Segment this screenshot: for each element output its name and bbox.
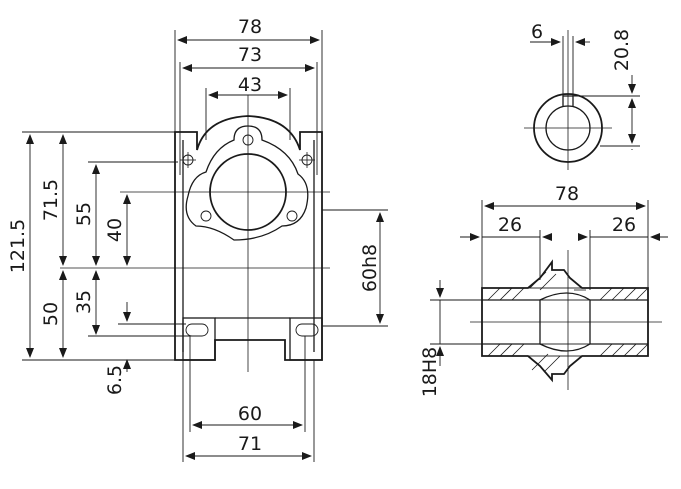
dim-121-5: 121.5 <box>7 219 29 273</box>
dim-78-front: 78 <box>238 16 262 38</box>
section-view <box>470 250 662 390</box>
dim-55: 55 <box>73 202 95 226</box>
dim-50: 50 <box>40 302 62 326</box>
hatch-bottom <box>481 343 649 373</box>
dim-18h8: 18H8 <box>419 347 441 398</box>
dim-26-left: 26 <box>498 214 522 236</box>
left-foot-slot <box>185 323 209 337</box>
hatch-top <box>481 271 649 301</box>
housing-outline <box>174 115 323 361</box>
front-left-dims: 121.5 71.5 50 55 35 40 6.5 <box>7 131 200 395</box>
dim-73: 73 <box>238 44 262 66</box>
flange-outline <box>185 125 309 241</box>
right-foot-slot <box>295 323 319 337</box>
front-right-dims: 60h8 <box>322 209 388 327</box>
dim-26-right: 26 <box>612 214 636 236</box>
dim-60h8: 60h8 <box>359 244 381 292</box>
dim-40: 40 <box>104 218 126 242</box>
section-dims: 78 26 26 18H8 <box>419 183 668 397</box>
dim-43: 43 <box>238 74 262 96</box>
right-foot <box>289 317 323 361</box>
shaft-detail: 6 20.8 <box>524 21 640 170</box>
dim-78-section: 78 <box>555 183 579 205</box>
left-foot <box>182 317 216 361</box>
dim-20-8: 20.8 <box>611 29 633 71</box>
flange-hole-right <box>286 210 298 222</box>
dim-35: 35 <box>73 290 95 314</box>
front-view <box>60 95 330 372</box>
section-outline <box>481 259 649 383</box>
dim-6: 6 <box>531 21 543 43</box>
front-bottom-dims: 60 71 <box>182 336 315 462</box>
dim-6-5: 6.5 <box>104 365 126 395</box>
front-top-dims: 78 73 43 <box>174 16 323 175</box>
dim-71-5: 71.5 <box>40 179 62 221</box>
dim-60: 60 <box>238 403 262 425</box>
flange-hole-left <box>200 210 212 222</box>
dim-71: 71 <box>238 433 262 455</box>
